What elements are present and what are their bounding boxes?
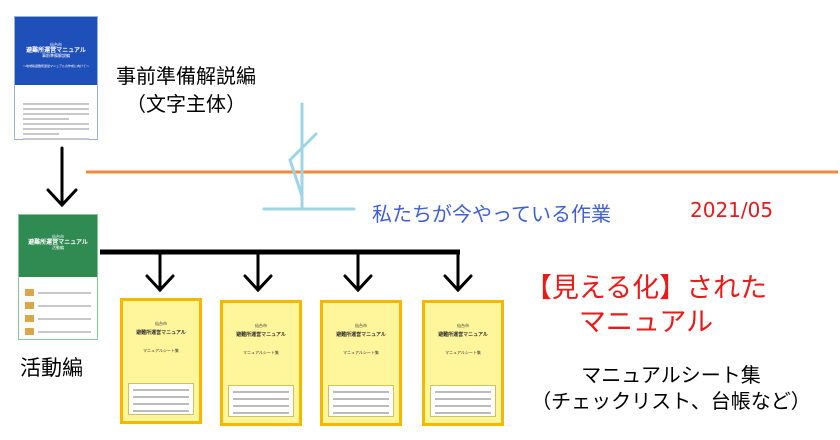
sheet-checklist-box	[430, 385, 496, 417]
sheet-title: 避難所運営マニュアル	[438, 332, 488, 338]
label-sheets-line1: マニュアルシート集	[581, 363, 761, 387]
activity-booklet-cover: 仙台市 避難所運営マニュアル 活動編	[19, 215, 97, 277]
prep-booklet-cover: 仙台市 避難所運営マニュアル 事前準備解説編 〜地域版避難所運営マニュアルの作成…	[15, 17, 97, 85]
sheet-checklist-box	[128, 383, 194, 415]
label-visualized-manual: 【見える化】された マニュアル	[516, 272, 776, 340]
activity-booklet-thumbnail: 仙台市 避難所運営マニュアル 活動編	[18, 214, 98, 340]
label-date: 2021/05	[690, 198, 774, 222]
label-sheets-line2: （チェックリスト、台帳など）	[531, 389, 811, 413]
sheet-subtitle: マニュアルシート集	[445, 350, 481, 355]
label-prep-line2: （文字主体）	[126, 92, 246, 116]
sheet-checklist-box	[328, 385, 394, 417]
sheet-subtitle: マニュアルシート集	[143, 348, 179, 353]
sheet-booklet-1: 仙台市 避難所運営マニュアル マニュアルシート集	[120, 298, 202, 424]
branch-arrow-2	[243, 250, 273, 293]
label-activity-edition: 活動編	[20, 356, 83, 380]
activity-cover-subtitle: 活動編	[52, 245, 64, 251]
sheet-checklist-box	[228, 385, 294, 417]
prep-cover-city: 仙台市	[50, 42, 62, 47]
activity-cover-city: 仙台市	[52, 234, 64, 239]
branch-arrow-1	[145, 250, 175, 293]
prep-booklet-thumbnail: 仙台市 避難所運営マニュアル 事前準備解説編 〜地域版避難所運営マニュアルの作成…	[14, 16, 98, 140]
prep-cover-title: 避難所運営マニュアル	[26, 46, 86, 54]
prep-booklet-body-text	[23, 103, 89, 143]
sheet-subtitle: マニュアルシート集	[243, 350, 279, 355]
arrow-prep-to-activity	[46, 146, 78, 208]
branch-arrow-3	[343, 250, 373, 293]
label-manual-sheets: マニュアルシート集 （チェックリスト、台帳など）	[506, 362, 836, 414]
label-prep-line1: 事前準備解説編	[116, 64, 256, 88]
sheet-city: 仙台市	[457, 323, 469, 328]
sheet-title: 避難所運営マニュアル	[136, 330, 186, 336]
current-position-marker	[262, 102, 356, 211]
branch-arrow-4	[443, 250, 473, 293]
sheet-city: 仙台市	[255, 323, 267, 328]
sheet-booklet-2: 仙台市 避難所運営マニュアル マニュアルシート集	[220, 300, 302, 426]
label-visualized-line1: 【見える化】された	[524, 273, 768, 304]
prep-cover-note: 〜地域版避難所運営マニュアルの作成に向けて〜	[23, 64, 89, 69]
activity-booklet-body	[25, 289, 91, 341]
sheet-city: 仙台市	[155, 321, 167, 326]
sheet-subtitle: マニュアルシート集	[343, 350, 379, 355]
label-prep-edition: 事前準備解説編 （文字主体）	[116, 62, 256, 118]
sheet-booklet-4: 仙台市 避難所運営マニュアル マニュアルシート集	[422, 300, 504, 426]
sheet-title: 避難所運営マニュアル	[236, 332, 286, 338]
sheet-city: 仙台市	[355, 323, 367, 328]
prep-cover-subtitle: 事前準備解説編	[42, 53, 70, 59]
label-current-work: 私たちが今やっている作業	[372, 202, 611, 226]
sheet-booklet-3: 仙台市 避難所運営マニュアル マニュアルシート集	[320, 300, 402, 426]
label-visualized-line2: マニュアル	[578, 306, 714, 338]
sheet-title: 避難所運営マニュアル	[336, 332, 386, 338]
activity-cover-title: 避難所運営マニュアル	[28, 238, 88, 246]
